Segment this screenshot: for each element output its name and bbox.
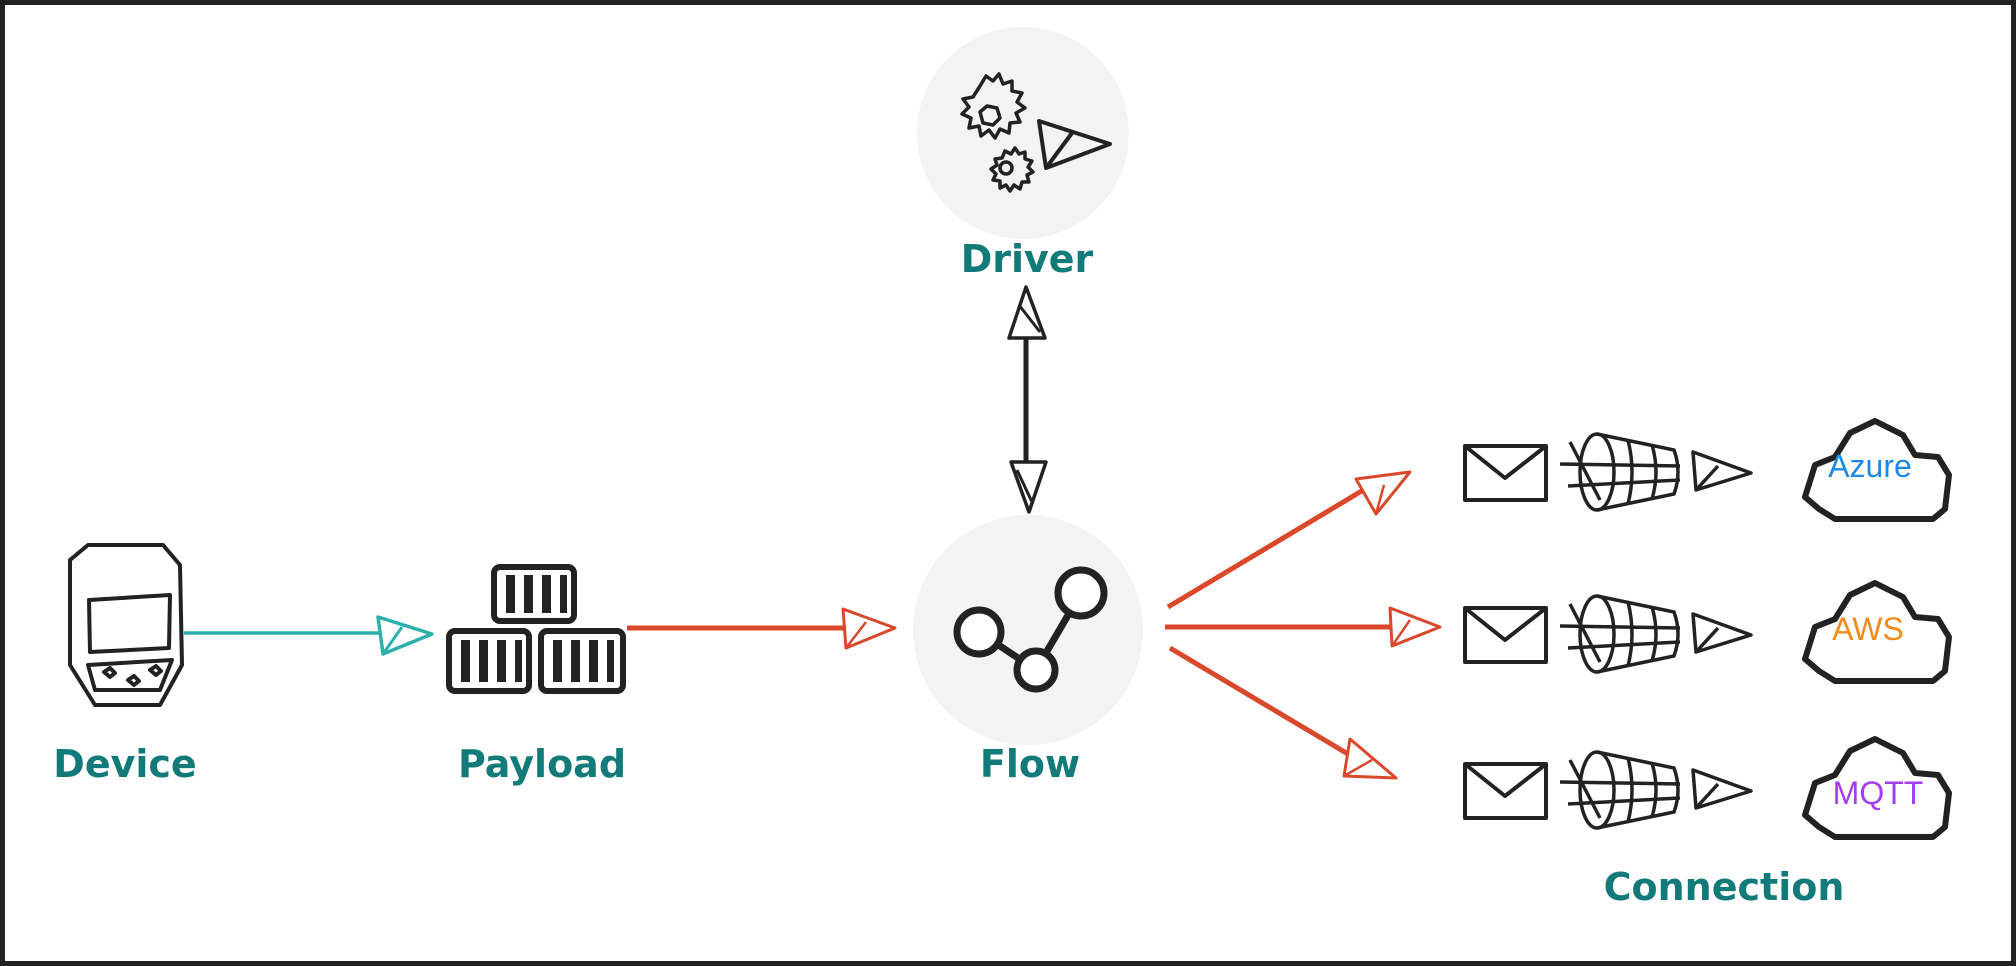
driver-node-bg [917,27,1129,239]
device-to-payload-arrow [184,615,434,656]
payload-label: Payload [457,742,627,786]
flow-to-azure-arrow [1166,470,1412,610]
azure-label: Azure [1828,448,1912,484]
mqtt-label: MQTT [1832,775,1924,811]
driver-flow-bidirectional-arrow [1007,285,1048,514]
connection-row-azure [1463,418,1952,522]
envelope-icon [1463,762,1548,820]
flow-to-mqtt-arrow [1168,645,1398,780]
small-arrow-icon [1691,768,1753,810]
connection-label: Connection [1603,865,1845,909]
connection-row-mqtt [1463,736,1952,840]
aws-label: AWS [1832,611,1904,647]
payload-icon [446,564,626,694]
cloud-icon [1802,418,1952,522]
funnel-icon [1559,594,1681,674]
envelope-icon [1463,606,1548,664]
flow-node-bg [913,515,1143,745]
small-arrow-icon [1691,450,1753,492]
payload-to-flow-arrow [627,607,897,650]
small-arrow-icon [1691,612,1753,654]
flow-label: Flow [979,742,1081,786]
device-label: Device [53,742,197,786]
cloud-icon [1802,736,1952,840]
envelope-icon [1463,444,1548,502]
flow-graph-icon [953,566,1108,693]
flow-to-aws-arrow [1165,606,1442,648]
gears-icon [960,72,1035,193]
driver-arrow-icon [1037,119,1112,170]
funnel-icon [1559,750,1681,830]
cloud-icon [1802,580,1952,684]
driver-label: Driver [960,237,1094,281]
device-icon [68,543,184,707]
connection-row-aws [1463,580,1952,684]
funnel-icon [1559,432,1681,512]
